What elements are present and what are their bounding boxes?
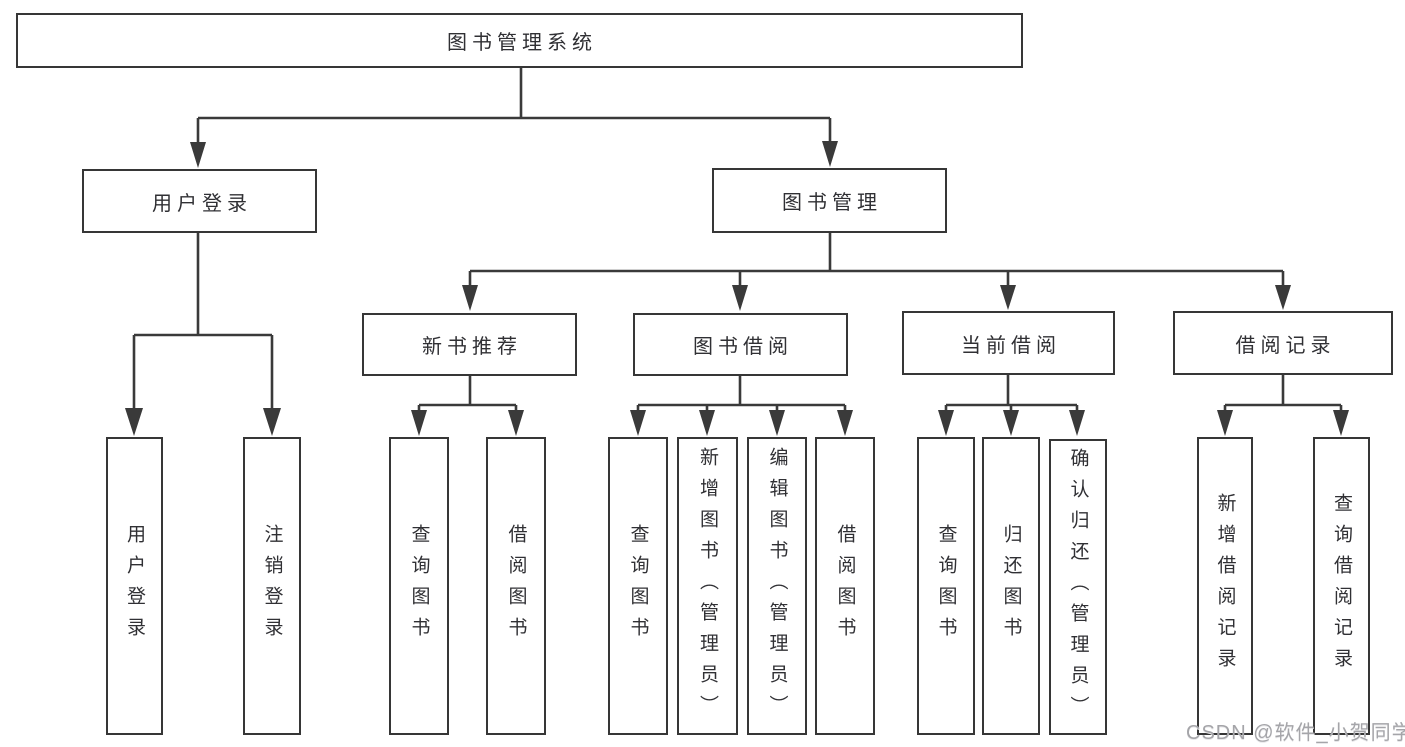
node-logout-leaf: 注销登录 — [243, 437, 301, 735]
node-borrow-books-leaf: 借阅图书 — [815, 437, 875, 735]
node-add-borrow-record: 新增借阅记录 — [1197, 437, 1253, 735]
node-return-books: 归还图书 — [982, 437, 1040, 735]
csdn-watermark: CSDN @软件_小贺同学 — [1186, 722, 1405, 744]
node-book-borrowing: 图书借阅 — [633, 313, 848, 376]
node-query-borrow-record: 查询借阅记录 — [1313, 437, 1370, 735]
node-user-login-leaf: 用户登录 — [106, 437, 163, 735]
node-query-books-recommend: 查询图书 — [389, 437, 449, 735]
node-book-management: 图书管理 — [712, 168, 947, 233]
node-borrow-books-recommend: 借阅图书 — [486, 437, 546, 735]
node-current-borrowing: 当前借阅 — [902, 311, 1115, 375]
node-query-books-current: 查询图书 — [917, 437, 975, 735]
node-confirm-return-admin: 确认归还（管理员） — [1049, 439, 1107, 735]
node-user-login: 用户登录 — [82, 169, 317, 233]
node-edit-books-admin: 编辑图书（管理员） — [747, 437, 807, 735]
node-add-books-admin: 新增图书（管理员） — [677, 437, 738, 735]
node-borrowing-records: 借阅记录 — [1173, 311, 1393, 375]
node-library-system: 图书管理系统 — [16, 13, 1023, 68]
node-query-books-borrow: 查询图书 — [608, 437, 668, 735]
node-new-book-recommend: 新书推荐 — [362, 313, 577, 376]
